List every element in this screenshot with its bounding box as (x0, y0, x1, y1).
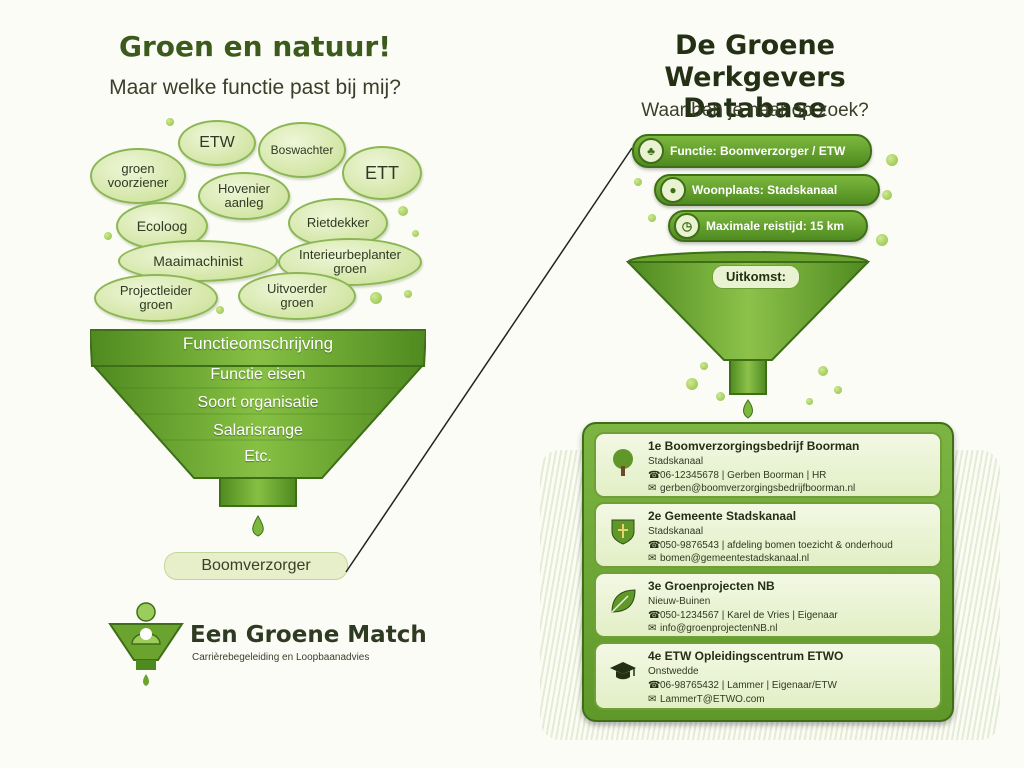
result-phone-line: ☎050-1234567 | Karel de Vries | Eigenaar (648, 610, 838, 621)
mail-icon: ✉ (648, 483, 657, 494)
result-email: gerben@boomverzorgingsbedrijfboorman.nl (660, 483, 856, 494)
filter-woonplaats: ● Woonplaats: Stadskanaal (654, 174, 880, 206)
funnel-band-soort-organisatie: Soort organisatie (197, 394, 319, 411)
mail-icon: ✉ (648, 553, 657, 564)
result-phone-line: ☎050-9876543 | afdeling bomen toezicht &… (648, 540, 893, 551)
decor-dot (876, 234, 888, 246)
result-email-line: ✉info@groenprojectenNB.nl (648, 623, 777, 634)
result-title: 3e Groenprojecten NB (648, 579, 775, 593)
result-email-line: ✉LammerT@ETWO.com (648, 694, 765, 705)
bubble-boswachter: Boswachter (258, 122, 346, 178)
result-city: Stadskanaal (648, 526, 704, 537)
bubble-projectleider-groen: Projectleider groen (94, 274, 218, 322)
result-title: 1e Boomverzorgingsbedrijf Boorman (648, 439, 860, 453)
decor-dot (700, 362, 708, 370)
decor-dot (834, 386, 842, 394)
mail-icon: ✉ (648, 694, 657, 705)
result-city: Onstwedde (648, 666, 699, 677)
left-title: Groen en natuur! (118, 30, 392, 63)
logo-icon (108, 602, 184, 686)
tree-icon: ♣ (638, 138, 664, 164)
bubble-groen-voorziener: groen voorziener (90, 148, 186, 204)
result-phone: 06-98765432 | Lammer | Eigenaar/ETW (660, 680, 837, 691)
funnel-band-functieomschrijving: Functieomschrijving (182, 334, 334, 353)
left-subtitle: Maar welke functie past bij mij? (109, 76, 401, 99)
graduation-cap-icon (610, 662, 636, 680)
result-card-1: 1e Boomverzorgingsbedrijf Boorman Stadsk… (594, 432, 942, 498)
phone-icon: ☎ (648, 610, 661, 621)
decor-dot (882, 190, 892, 200)
decor-dot (412, 230, 419, 237)
boomverzorger-label: Boomverzorger (164, 552, 348, 580)
phone-icon: ☎ (648, 540, 661, 551)
logo-name: Een Groene Match (190, 622, 427, 648)
decor-dot (686, 378, 698, 390)
phone-icon: ☎ (648, 680, 661, 691)
right-funnel (626, 251, 870, 419)
result-email: LammerT@ETWO.com (660, 694, 765, 705)
municipal-shield-icon (611, 519, 635, 545)
funnel-band-etc: Etc. (244, 448, 272, 465)
results-panel: 1e Boomverzorgingsbedrijf Boorman Stadsk… (582, 422, 954, 722)
bubble-hovenier-aanleg: Hovenier aanleg (198, 172, 290, 220)
result-phone: 050-1234567 | Karel de Vries | Eigenaar (660, 610, 838, 621)
result-email: bomen@gemeentestadskanaal.nl (660, 553, 810, 564)
decor-dot (716, 392, 725, 401)
right-subtitle: Waar ben je naar op zoek? (641, 100, 869, 121)
filter-reistijd: ◷ Maximale reistijd: 15 km (668, 210, 868, 242)
decor-dot (404, 290, 412, 298)
funnel-band-functie-eisen: Functie eisen (210, 366, 306, 383)
result-card-4: 4e ETW Opleidingscentrum ETWO Onstwedde … (594, 642, 942, 710)
filter-reistijd-label: Maximale reistijd: 15 km (706, 219, 845, 233)
phone-icon: ☎ (648, 470, 661, 481)
funnel-band-salarisrange: Salarisrange (213, 422, 303, 439)
decor-dot (166, 118, 174, 126)
result-email: info@groenprojectenNB.nl (660, 623, 778, 634)
bubble-etw: ETW (178, 120, 256, 166)
decor-dot (104, 232, 112, 240)
result-email-line: ✉gerben@boomverzorgingsbedrijfboorman.nl (648, 483, 855, 494)
result-title: 2e Gemeente Stadskanaal (648, 509, 797, 523)
connector-line (345, 147, 633, 573)
logo-tagline: Carrièrebegeleiding en Loopbaanadvies (192, 652, 370, 663)
decor-dot (634, 178, 642, 186)
result-email-line: ✉bomen@gemeentestadskanaal.nl (648, 553, 809, 564)
clock-icon: ◷ (674, 213, 700, 239)
decor-dot (216, 306, 224, 314)
left-funnel (90, 329, 426, 537)
decor-dot (648, 214, 656, 222)
right-title-line2: Werkgevers Database (664, 62, 846, 124)
result-city: Nieuw-Buinen (648, 596, 711, 607)
mail-icon: ✉ (648, 623, 657, 634)
decor-dot (806, 398, 813, 405)
outcome-label: Uitkomst: (712, 265, 800, 289)
result-phone-line: ☎06-98765432 | Lammer | Eigenaar/ETW (648, 680, 837, 691)
decor-dot (370, 292, 382, 304)
tree-icon (613, 449, 633, 476)
decor-dot (886, 154, 898, 166)
bubble-uitvoerder-groen: Uitvoerder groen (238, 272, 356, 320)
result-city: Stadskanaal (648, 456, 704, 467)
right-title-line1: De Groene (675, 30, 835, 61)
result-phone-line: ☎06-12345678 | Gerben Boorman | HR (648, 470, 826, 481)
decor-dot (398, 206, 408, 216)
leaf-icon (611, 589, 636, 613)
result-phone: 050-9876543 | afdeling bomen toezicht & … (660, 540, 893, 551)
filter-woonplaats-label: Woonplaats: Stadskanaal (692, 183, 838, 197)
location-pin-icon: ● (660, 177, 686, 203)
bubble-ett: ETT (342, 146, 422, 200)
result-card-2: 2e Gemeente Stadskanaal Stadskanaal ☎050… (594, 502, 942, 568)
decor-dot (818, 366, 828, 376)
result-phone: 06-12345678 | Gerben Boorman | HR (660, 470, 827, 481)
result-card-3: 3e Groenprojecten NB Nieuw-Buinen ☎050-1… (594, 572, 942, 638)
result-title: 4e ETW Opleidingscentrum ETWO (648, 649, 844, 663)
filter-functie-label: Functie: Boomverzorger / ETW (670, 144, 846, 158)
filter-functie: ♣ Functie: Boomverzorger / ETW (632, 134, 872, 168)
